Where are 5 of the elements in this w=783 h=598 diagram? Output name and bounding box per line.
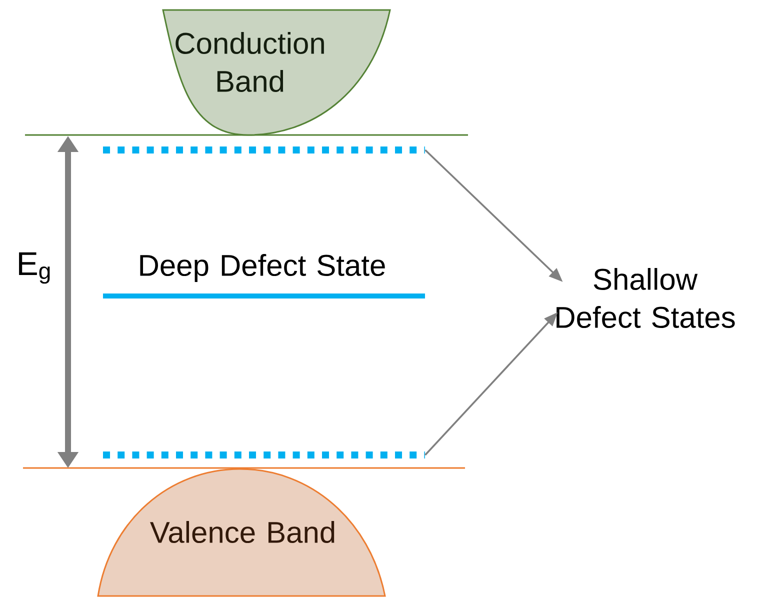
gap-label: E$_{g}$ xyxy=(19,252,50,284)
dotted-level-line xyxy=(103,146,425,154)
dotted-level-line xyxy=(103,452,425,458)
deep-level-line: Deep Defect State xyxy=(103,254,425,298)
level-label: Shallow Defect States xyxy=(556,268,735,328)
